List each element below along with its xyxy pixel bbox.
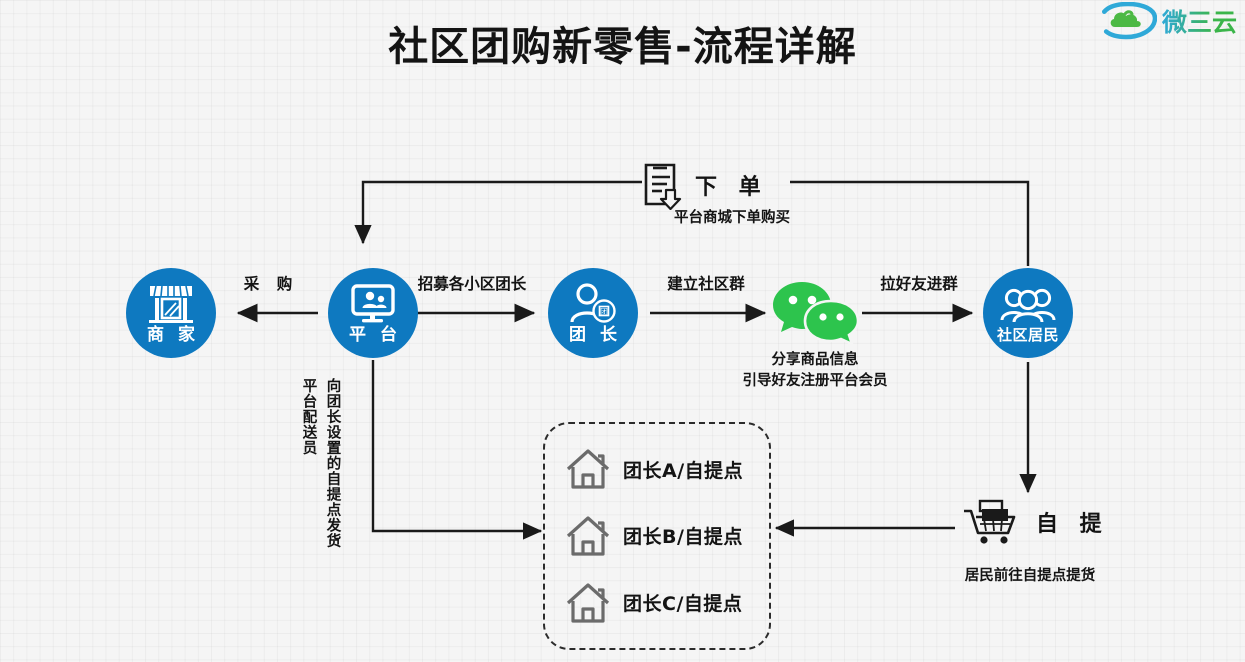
monitor-people-icon <box>349 281 397 325</box>
leader-badge-text: 团 <box>600 308 608 317</box>
pickup-point-row[interactable]: 团长A/自提点 <box>565 447 769 491</box>
order-label: 下 单 <box>695 175 768 200</box>
group-people-icon <box>999 282 1057 326</box>
shop-icon <box>146 281 196 325</box>
node-merchant[interactable]: 商 家 <box>126 268 216 358</box>
platform-label: 平 台 <box>349 325 401 346</box>
node-wechat[interactable] <box>769 278 861 348</box>
node-pickup[interactable]: 自 提 <box>962 497 1109 547</box>
shopping-cart-icon <box>962 497 1022 547</box>
pickup-point-row[interactable]: 团长C/自提点 <box>565 581 769 625</box>
leader-person-icon: 团 <box>567 281 619 325</box>
node-leader[interactable]: 团 团 长 <box>548 268 638 358</box>
label-procurement: 采 购 <box>243 275 299 293</box>
node-order[interactable]: 下 单 <box>640 160 768 210</box>
wechat-caption-line2: 引导好友注册平台会员 <box>742 373 888 390</box>
pickup-point-row[interactable]: 团长B/自提点 <box>565 514 769 558</box>
pickup-points-box: 团长A/自提点 团长B/自提点 <box>543 422 771 650</box>
label-build-group: 建立社区群 <box>667 275 745 293</box>
order-clipboard-icon <box>640 160 682 210</box>
leader-label: 团 长 <box>569 325 621 346</box>
merchant-label: 商 家 <box>147 325 199 346</box>
brand-logo: 微三云 <box>1097 2 1237 40</box>
node-platform[interactable]: 平 台 <box>328 268 418 358</box>
label-ship-to-points: 向团长设置的自提点发货 <box>324 378 341 549</box>
cloud-logo-icon <box>1097 2 1157 40</box>
arrow-order-loop <box>354 180 1030 266</box>
house-icon <box>565 447 611 491</box>
brand-name: 微三云 <box>1162 3 1237 39</box>
node-residents[interactable]: 社区居民 <box>983 268 1073 358</box>
wechat-icon <box>769 278 861 348</box>
label-recruit-leaders: 招募各小区团长 <box>417 275 527 293</box>
page-title: 社区团购新零售-流程详解 <box>388 24 857 70</box>
pickup-point-label: 团长A/自提点 <box>623 459 744 482</box>
residents-label: 社区居民 <box>996 326 1059 345</box>
pickup-point-label: 团长C/自提点 <box>623 593 743 616</box>
arrow-platform-to-pickup-points <box>371 360 543 540</box>
pickup-label: 自 提 <box>1036 512 1109 537</box>
order-caption: 平台商城下单购买 <box>674 210 790 226</box>
pickup-caption: 居民前往自提点提货 <box>964 568 1096 584</box>
house-icon <box>565 514 611 558</box>
label-invite-friends: 拉好友进群 <box>880 275 958 293</box>
wechat-caption-line1: 分享商品信息 <box>771 352 859 368</box>
label-delivery-staff: 平台配送员 <box>300 378 317 456</box>
wechat-caption: 分享商品信息 引导好友注册平台会员 <box>700 350 930 392</box>
pickup-point-label: 团长B/自提点 <box>623 526 743 549</box>
house-icon <box>565 581 611 625</box>
